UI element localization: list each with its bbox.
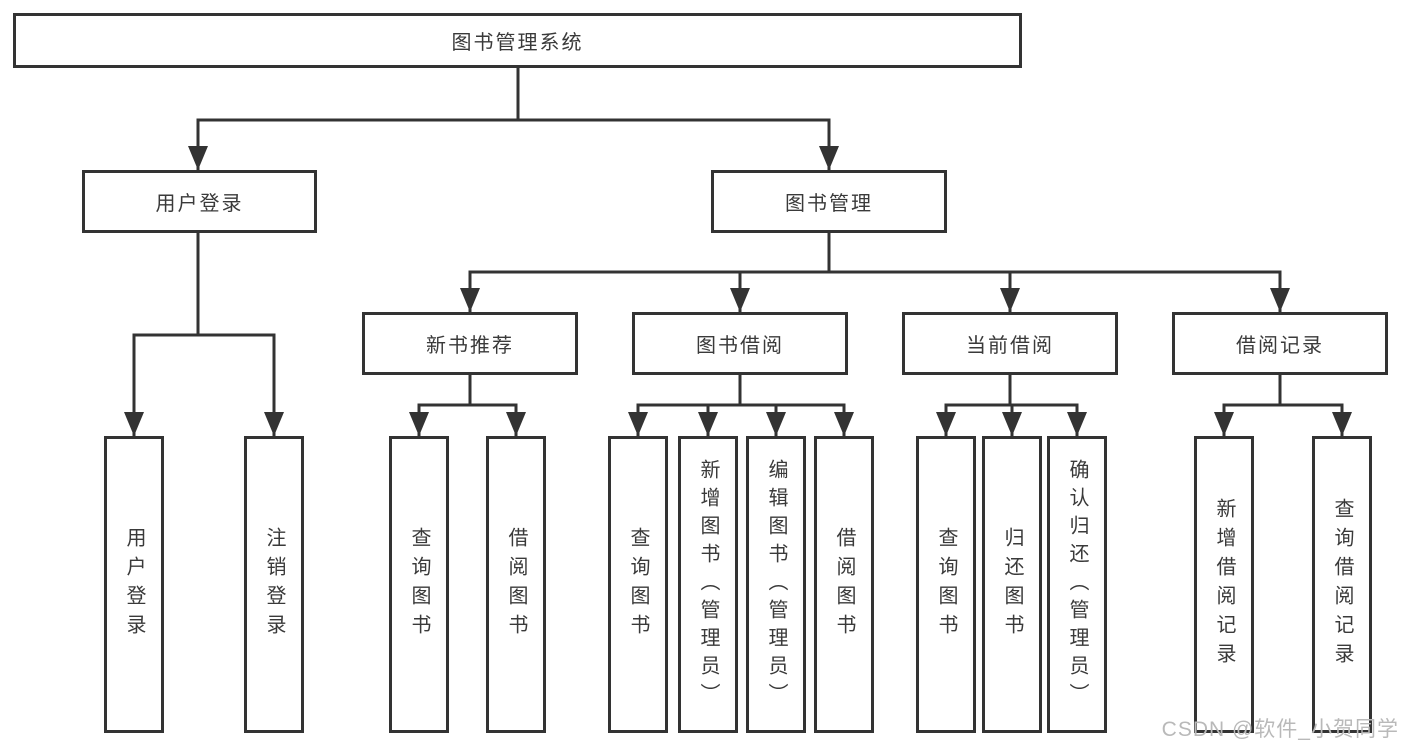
leaf-query-books-recommend: 查询图书	[389, 436, 449, 733]
connector-book-management-children	[460, 231, 1290, 313]
leaf-add-borrow-record-label: 新增借阅记录	[1213, 497, 1235, 672]
leaf-user-login-label: 用户登录	[123, 526, 145, 643]
leaf-borrow-books: 借阅图书	[814, 436, 874, 733]
leaf-query-books-recommend-label: 查询图书	[408, 526, 430, 643]
leaf-query-books-borrow: 查询图书	[608, 436, 668, 733]
leaf-add-book-admin: 新增图书（管理员）	[678, 436, 738, 733]
node-user-login: 用户登录	[82, 170, 317, 233]
node-new-book-recommend-label: 新书推荐	[426, 335, 514, 357]
node-book-management-label: 图书管理	[785, 193, 873, 215]
node-borrow-records-label: 借阅记录	[1236, 335, 1324, 357]
connector-root-to-level2	[188, 66, 839, 171]
leaf-confirm-return-admin-label: 确认归还（管理员）	[1066, 458, 1088, 711]
node-current-borrow: 当前借阅	[902, 312, 1118, 375]
leaf-return-book-label: 归还图书	[1001, 526, 1023, 643]
leaf-logout: 注销登录	[244, 436, 304, 733]
connector-book-borrow-children	[628, 373, 854, 437]
watermark: CSDN @软件_小贺同学	[1161, 718, 1399, 741]
leaf-add-borrow-record: 新增借阅记录	[1194, 436, 1254, 733]
leaf-edit-book-admin-label: 编辑图书（管理员）	[765, 458, 787, 711]
leaf-query-books-current-label: 查询图书	[935, 526, 957, 643]
node-book-management: 图书管理	[711, 170, 947, 233]
leaf-borrow-books-recommend: 借阅图书	[486, 436, 546, 733]
leaf-query-borrow-record: 查询借阅记录	[1312, 436, 1372, 733]
leaf-query-books-borrow-label: 查询图书	[627, 526, 649, 643]
leaf-logout-label: 注销登录	[263, 526, 285, 643]
node-root: 图书管理系统	[13, 13, 1022, 68]
node-book-borrow: 图书借阅	[632, 312, 848, 375]
node-user-login-label: 用户登录	[155, 193, 244, 215]
leaf-borrow-books-label: 借阅图书	[833, 526, 855, 643]
leaf-query-borrow-record-label: 查询借阅记录	[1331, 497, 1353, 672]
node-borrow-records: 借阅记录	[1172, 312, 1388, 375]
node-root-label: 图书管理系统	[451, 32, 584, 54]
connector-current-borrow-children	[936, 373, 1087, 437]
leaf-confirm-return-admin: 确认归还（管理员）	[1047, 436, 1107, 733]
connector-user-login-children	[124, 231, 284, 437]
connector-borrow-records-children	[1214, 373, 1352, 437]
node-current-borrow-label: 当前借阅	[966, 335, 1054, 357]
leaf-return-book: 归还图书	[982, 436, 1042, 733]
connector-new-book-recommend-children	[409, 373, 526, 437]
node-book-borrow-label: 图书借阅	[696, 335, 784, 357]
node-new-book-recommend: 新书推荐	[362, 312, 578, 375]
leaf-user-login: 用户登录	[104, 436, 164, 733]
leaf-borrow-books-recommend-label: 借阅图书	[505, 526, 527, 643]
leaf-edit-book-admin: 编辑图书（管理员）	[746, 436, 806, 733]
leaf-query-books-current: 查询图书	[916, 436, 976, 733]
leaf-add-book-admin-label: 新增图书（管理员）	[697, 458, 719, 711]
